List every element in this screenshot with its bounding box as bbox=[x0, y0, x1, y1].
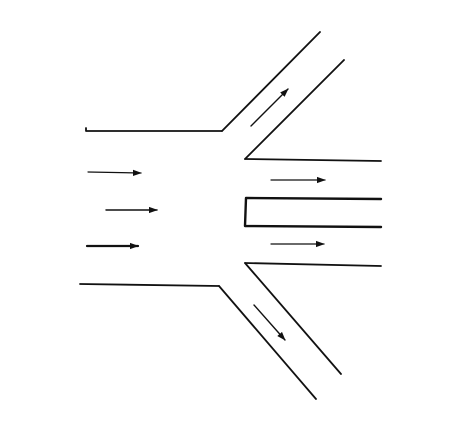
upper-branch-outer-wall bbox=[221, 31, 321, 132]
flow-arrows bbox=[85, 88, 326, 341]
channel-walls bbox=[79, 31, 383, 400]
upper-diagonal-arrow bbox=[250, 88, 289, 127]
inlet-top-wall bbox=[85, 127, 223, 132]
lower-straight-bottom-wall bbox=[244, 262, 382, 267]
lower-branch-outer-wall bbox=[218, 285, 317, 400]
inlet-arrow-top bbox=[87, 169, 142, 176]
inlet-bottom-wall bbox=[79, 283, 220, 287]
upper-straight-top-wall bbox=[244, 158, 382, 162]
lower-diagonal-arrow bbox=[253, 304, 286, 341]
central-divider bbox=[243, 196, 383, 229]
upper-branch-inner-wall bbox=[244, 59, 345, 160]
lower-branch-inner-wall bbox=[244, 262, 342, 375]
